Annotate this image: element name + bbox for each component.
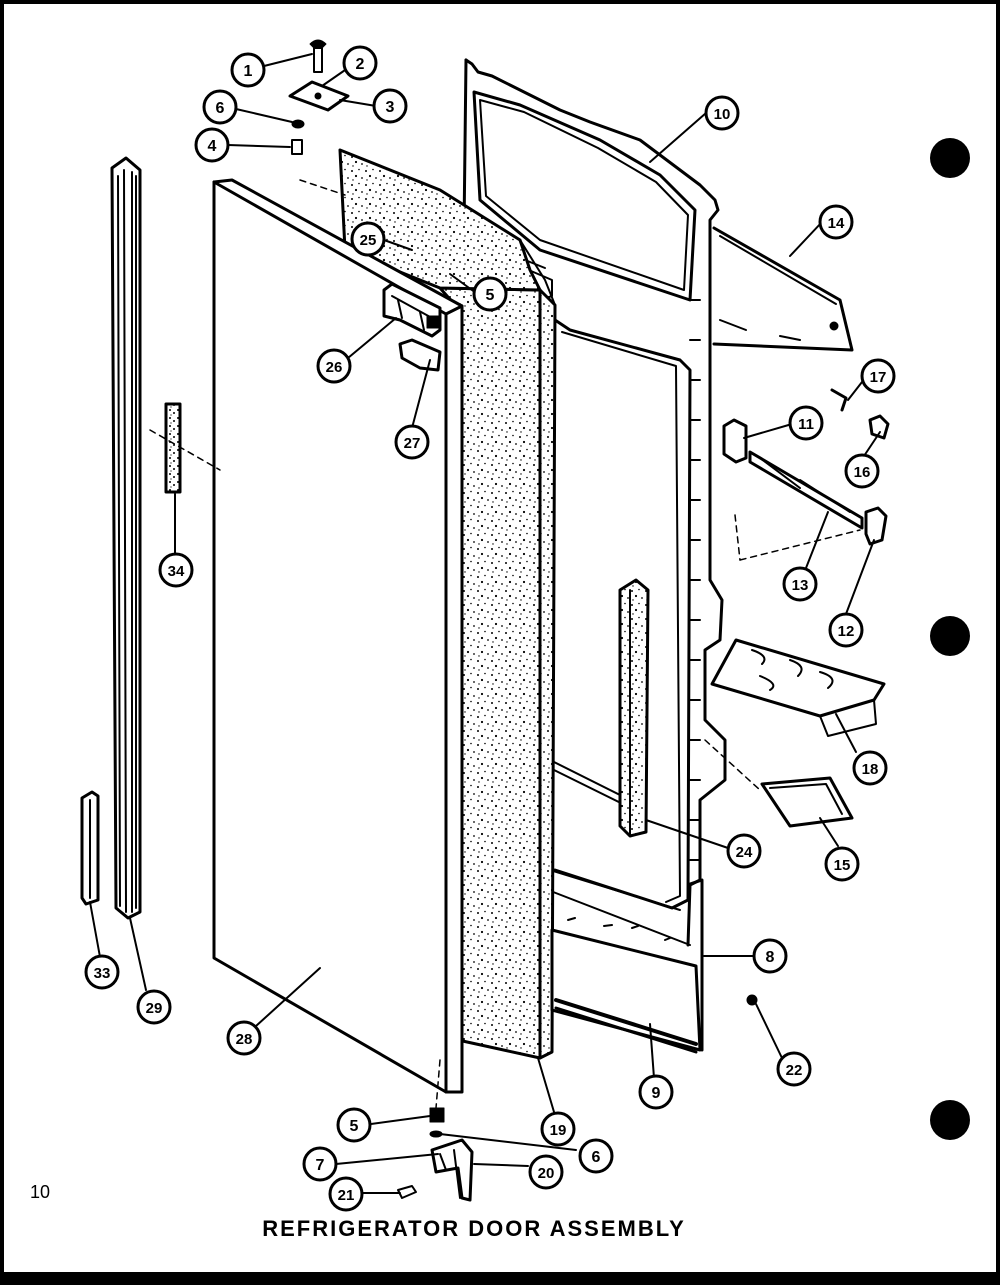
svg-text:34: 34 [168, 563, 185, 580]
callout-4: 4 [194, 127, 230, 163]
callout-28: 28 [226, 1020, 262, 1056]
callout-7: 7 [302, 1146, 338, 1182]
callout-19: 19 [540, 1111, 576, 1147]
leader-lines [89, 53, 881, 1194]
screw-part-22 [746, 994, 758, 1006]
callout-11: 11 [788, 405, 824, 441]
callout-34: 34 [158, 552, 194, 588]
trim-strip-part-33 [80, 790, 100, 906]
callout-29: 29 [136, 989, 172, 1025]
callout-22: 22 [776, 1051, 812, 1087]
svg-text:22: 22 [786, 1062, 803, 1079]
outer-door-part-28 [212, 178, 464, 1094]
dashed-guides [149, 179, 861, 1109]
svg-text:10: 10 [714, 106, 731, 123]
svg-text:6: 6 [592, 1149, 601, 1166]
callout-17: 17 [860, 358, 896, 394]
svg-text:2: 2 [356, 56, 365, 73]
dairy-door-part-14 [712, 226, 854, 352]
bottom-trim-parts-8-9 [550, 878, 704, 1054]
callout-6-top: 6 [202, 89, 238, 125]
callout-5-bottom: 5 [336, 1107, 372, 1143]
page-number: 10 [30, 1182, 50, 1202]
callout-16: 16 [844, 453, 880, 489]
callout-6-bottom: 6 [578, 1138, 614, 1174]
svg-text:16: 16 [854, 464, 871, 481]
svg-text:25: 25 [360, 232, 377, 249]
svg-text:4: 4 [208, 138, 217, 155]
svg-text:19: 19 [550, 1122, 567, 1139]
callout-1: 1 [230, 52, 266, 88]
svg-text:18: 18 [862, 761, 879, 778]
callout-bubbles: 1 2 3 6 4 10 14 25 5 26 27 17 11 16 34 1… [84, 45, 896, 1212]
callout-5-top: 5 [472, 276, 508, 312]
callout-15: 15 [824, 846, 860, 882]
svg-text:14: 14 [828, 215, 845, 232]
svg-text:28: 28 [236, 1031, 253, 1048]
callout-12: 12 [828, 612, 864, 648]
svg-text:13: 13 [792, 577, 809, 594]
top-hinge-parts [288, 39, 350, 155]
svg-text:24: 24 [736, 844, 753, 861]
svg-text:7: 7 [316, 1157, 325, 1174]
callout-21: 21 [328, 1176, 364, 1212]
callout-3: 3 [372, 88, 408, 124]
door-shelf-part-18 [710, 638, 886, 737]
callout-2: 2 [342, 45, 378, 81]
callout-20: 20 [528, 1154, 564, 1190]
svg-text:15: 15 [834, 857, 851, 874]
bin-part-15 [760, 776, 854, 828]
svg-text:9: 9 [652, 1085, 661, 1102]
bottom-hinge-parts [397, 1107, 474, 1202]
callout-24: 24 [726, 833, 762, 869]
svg-text:29: 29 [146, 1000, 163, 1017]
svg-text:1: 1 [244, 63, 253, 80]
dairy-hinge-parts [722, 388, 890, 546]
callout-8: 8 [752, 938, 788, 974]
svg-text:11: 11 [798, 416, 814, 433]
callout-13: 13 [782, 566, 818, 602]
door-liner-part-10 [462, 58, 727, 947]
callout-18: 18 [852, 750, 888, 786]
callout-14: 14 [818, 204, 854, 240]
svg-text:3: 3 [386, 99, 395, 116]
callout-10: 10 [704, 95, 740, 131]
svg-text:20: 20 [538, 1165, 555, 1182]
binder-hole [930, 616, 970, 656]
callout-25: 25 [350, 221, 386, 257]
bottom-black-strip [0, 1272, 1000, 1285]
gasket-part-29 [110, 156, 142, 920]
binder-hole [930, 1100, 970, 1140]
svg-text:8: 8 [766, 949, 775, 966]
svg-text:12: 12 [838, 623, 855, 640]
svg-text:5: 5 [486, 287, 495, 304]
callout-9: 9 [638, 1074, 674, 1110]
magnet-part-34 [164, 402, 182, 494]
svg-text:5: 5 [350, 1118, 359, 1135]
binder-hole [930, 138, 970, 178]
callout-26: 26 [316, 348, 352, 384]
callout-27: 27 [394, 424, 430, 460]
svg-text:33: 33 [94, 965, 111, 982]
svg-text:17: 17 [870, 369, 887, 386]
svg-text:21: 21 [338, 1187, 355, 1204]
callout-33: 33 [84, 954, 120, 990]
svg-text:26: 26 [326, 359, 343, 376]
shelf-rail-part-24 [618, 578, 650, 838]
diagram-title: REFRIGERATOR DOOR ASSEMBLY [262, 1216, 686, 1241]
svg-text:27: 27 [404, 435, 421, 452]
svg-text:6: 6 [216, 100, 225, 117]
